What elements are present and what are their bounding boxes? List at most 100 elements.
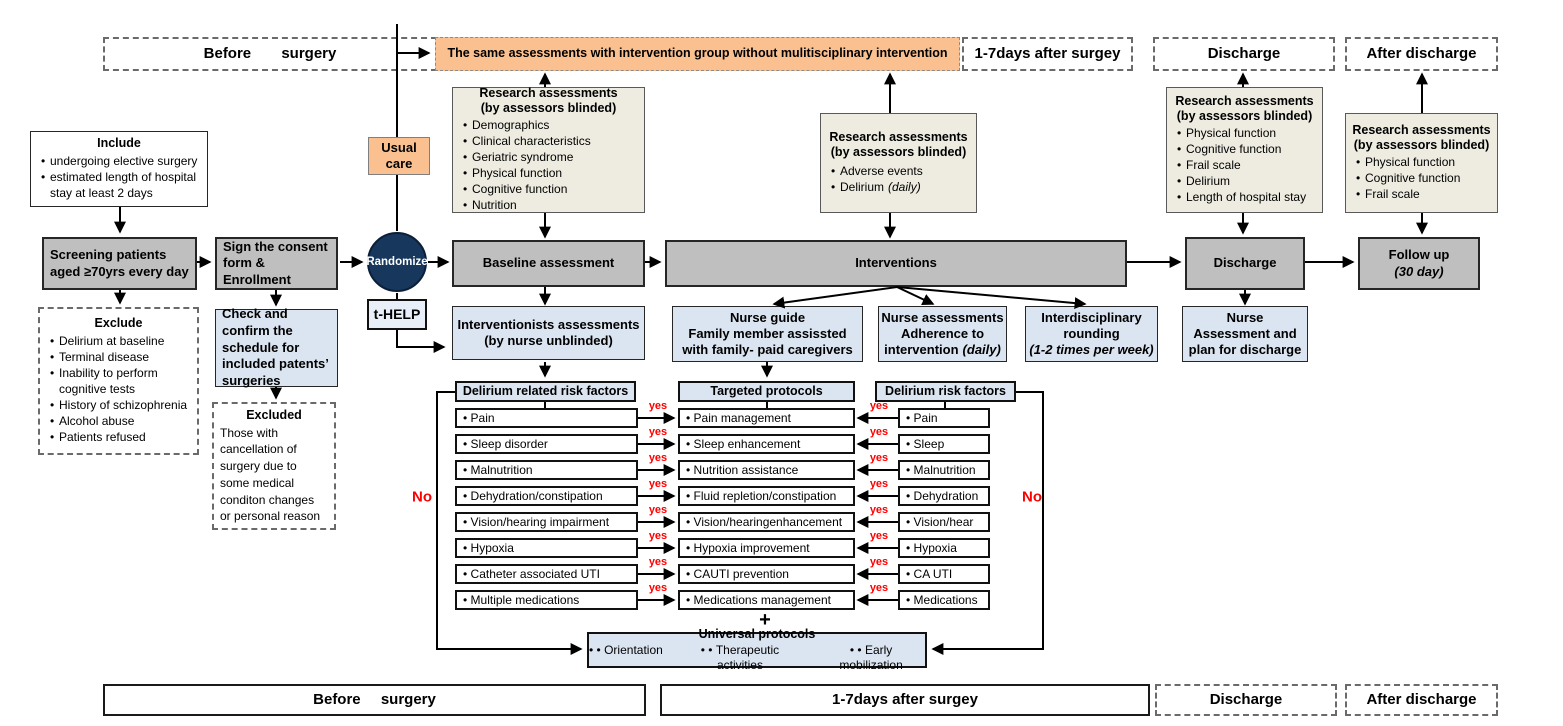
usual-care-box: Usual care xyxy=(368,137,430,175)
risk-factor-item: Catheter associated UTI xyxy=(455,564,638,584)
yes-label: yes xyxy=(648,400,668,412)
usual-care-line1: Usual xyxy=(381,139,417,155)
interdisciplinary-line1: Interdisciplinary xyxy=(1041,309,1142,325)
yes-label: yes xyxy=(869,504,889,516)
timeline-top-discharge: Discharge xyxy=(1153,37,1335,71)
research-items: DemographicsClinical characteristicsGeri… xyxy=(453,116,644,214)
risk-header-mid: Targeted protocols xyxy=(678,381,855,402)
excluded-box: Excluded Those with cancellation of surg… xyxy=(212,402,336,530)
research-item: Cognitive function xyxy=(459,181,640,197)
nurse-guide-line: Nurse guide xyxy=(729,309,806,325)
delirium-risk-item: Sleep xyxy=(898,434,990,454)
yes-label: yes xyxy=(648,452,668,464)
research-items: Physical functionCognitive functionFrail… xyxy=(1167,124,1322,206)
yes-label: yes xyxy=(869,426,889,438)
nurse-plan-line: Nurse xyxy=(1226,309,1264,325)
baseline-assessment-box: Baseline assessment xyxy=(452,240,645,287)
yes-label: yes xyxy=(869,582,889,594)
risk-header-left: Delirium related risk factors xyxy=(455,381,636,402)
delirium-risk-item: Hypoxia xyxy=(898,538,990,558)
research-assessments-baseline: Research assessments (by assessors blind… xyxy=(452,86,645,214)
exclude-item: Patients refused xyxy=(46,429,193,445)
universal-protocol-item: Therapeutic activities xyxy=(677,643,803,673)
t-help-box: t-HELP xyxy=(367,299,427,330)
include-item: undergoing elective surgery xyxy=(37,153,203,169)
risk-factors-column: PainSleep disorderMalnutritionDehydratio… xyxy=(455,408,638,610)
nurse-plan-line: plan for discharge xyxy=(1188,342,1302,358)
universal-protocols-box: Universal protocols OrientationTherapeut… xyxy=(587,627,927,672)
risk-factor-item: Multiple medications xyxy=(455,590,638,610)
research-item: Physical function xyxy=(1173,125,1318,141)
sign-consent-label: Sign the consent form & Enrollment xyxy=(223,239,328,287)
randomize-label: Randomize xyxy=(366,256,428,268)
include-item: estimated length of hospital stay at lea… xyxy=(37,169,203,201)
risk-header-right: Delirium risk factors xyxy=(875,381,1016,402)
nurse-guide-line: with family- paid caregivers xyxy=(682,342,853,358)
interventions-label: Interventions xyxy=(855,255,937,271)
research-assessments-discharge: Research assessments (by assessors blind… xyxy=(1166,87,1323,213)
nurse-plan-line: Assessment and xyxy=(1193,325,1297,341)
exclude-item: Delirium at baseline xyxy=(46,333,193,349)
check-confirm-label: Check and confirm the schedule for inclu… xyxy=(222,305,329,389)
followup-box: Follow up (30 day) xyxy=(1358,237,1480,290)
yes-label: yes xyxy=(648,530,668,542)
research-item: Geriatric syndrome xyxy=(459,149,640,165)
screening-box: Screening patients aged ≥70yrs every day xyxy=(42,237,197,290)
targeted-protocols-column: Pain managementSleep enhancementNutritio… xyxy=(678,408,855,610)
universal-protocols-items: OrientationTherapeutic activitiesEarly m… xyxy=(589,643,925,673)
risk-factor-item: Vision/hearing impairment xyxy=(455,512,638,532)
yes-label: yes xyxy=(648,582,668,594)
targeted-protocol-item: Hypoxia improvement xyxy=(678,538,855,558)
followup-line2: (30 day) xyxy=(1394,263,1444,279)
targeted-protocol-item: Pain management xyxy=(678,408,855,428)
nurse-assessments-line2: Adherence to xyxy=(900,325,985,341)
delirium-risk-item: Dehydration xyxy=(898,486,990,506)
yes-label: yes xyxy=(648,504,668,516)
timeline-bottom-before-surgery: Before surgery xyxy=(103,684,646,716)
research-assessments-after-discharge: Research assessments (by assessors blind… xyxy=(1345,113,1498,213)
timeline-top-after-discharge: After discharge xyxy=(1345,37,1498,71)
delirium-risk-column: PainSleepMalnutritionDehydrationVision/h… xyxy=(898,408,990,610)
t-help-label: t-HELP xyxy=(373,305,421,322)
yes-label: yes xyxy=(869,556,889,568)
interventions-box: Interventions xyxy=(665,240,1127,287)
screening-line2: aged ≥70yrs every day xyxy=(50,263,189,279)
research-title: Research assessments xyxy=(479,86,618,100)
research-subtitle: (by assessors blinded) xyxy=(1176,109,1313,123)
targeted-protocol-item: Sleep enhancement xyxy=(678,434,855,454)
interdisciplinary-box: Interdisciplinary rounding (1-2 times pe… xyxy=(1025,306,1158,362)
research-item: Length of hospital stay xyxy=(1173,189,1318,205)
research-subtitle: (by assessors blinded) xyxy=(1353,138,1490,152)
exclude-items: Delirium at baselineTerminal diseaseInab… xyxy=(40,332,197,446)
risk-factor-item: Dehydration/constipation xyxy=(455,486,638,506)
research-subtitle: (by assessors blinded) xyxy=(480,101,617,115)
targeted-protocol-item: Fluid repletion/constipation xyxy=(678,486,855,506)
discharge-main-box: Discharge xyxy=(1185,237,1305,290)
yes-label: yes xyxy=(648,556,668,568)
timeline-top-before-surgery: Before surgery xyxy=(103,37,437,71)
yes-label: yes xyxy=(869,452,889,464)
nurse-assessments-line1: Nurse assessments xyxy=(881,309,1004,325)
interventionists-line2: (by nurse unblinded) xyxy=(484,333,613,348)
targeted-protocol-item: Nutrition assistance xyxy=(678,460,855,480)
exclude-title: Exclude xyxy=(94,316,143,331)
delirium-risk-item: Pain xyxy=(898,408,990,428)
research-items: Adverse eventsDelirium(daily) xyxy=(821,162,976,196)
usual-care-line2: care xyxy=(385,156,413,171)
timeline-bottom-after-discharge: After discharge xyxy=(1345,684,1498,716)
targeted-protocol-item: CAUTI prevention xyxy=(678,564,855,584)
plus-sign: + xyxy=(759,609,771,631)
yes-label: yes xyxy=(648,478,668,490)
research-items: Physical functionCognitive functionFrail… xyxy=(1346,153,1497,203)
nurse-assessments-box: Nurse assessments Adherence to intervent… xyxy=(878,306,1007,362)
research-item: Physical function xyxy=(1352,154,1493,170)
timeline-bottom-discharge: Discharge xyxy=(1155,684,1337,716)
sign-consent-box: Sign the consent form & Enrollment xyxy=(215,237,338,290)
interventionists-box: Interventionists assessments (by nurse u… xyxy=(452,306,645,360)
excluded-body: Those with cancellation of surgery due t… xyxy=(220,425,321,524)
